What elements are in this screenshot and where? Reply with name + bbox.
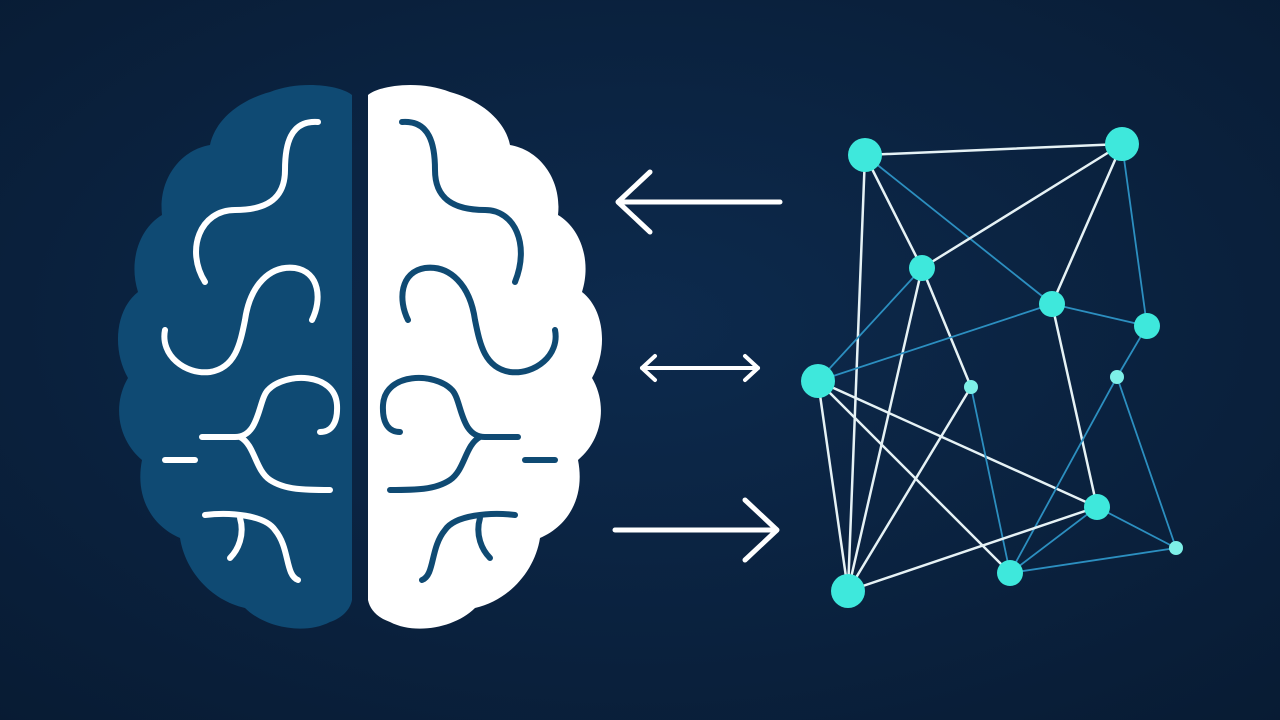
network-link xyxy=(816,379,1012,575)
network-link xyxy=(816,379,850,593)
network-link xyxy=(970,386,1011,574)
network-link xyxy=(846,266,924,593)
brain-icon xyxy=(117,84,603,629)
arrow-bidirectional-icon xyxy=(640,354,760,382)
network-link xyxy=(1050,142,1124,306)
network-link xyxy=(920,142,1124,270)
network-node xyxy=(848,138,882,172)
network-node xyxy=(909,255,935,281)
brain-right-folds xyxy=(379,118,559,583)
network-node xyxy=(1134,313,1160,339)
neural-network-graph-icon xyxy=(801,127,1183,608)
network-link xyxy=(817,303,1053,382)
network-link xyxy=(863,153,924,270)
network-node xyxy=(831,574,865,608)
network-link xyxy=(1009,376,1118,574)
network-link xyxy=(846,153,867,593)
brain-left-folds xyxy=(161,118,341,583)
network-node xyxy=(801,364,835,398)
network-node xyxy=(997,560,1023,586)
network-link xyxy=(1096,506,1177,549)
network-link xyxy=(1121,143,1148,327)
network-link xyxy=(1051,303,1148,327)
network-link xyxy=(1009,547,1177,574)
network-link xyxy=(846,505,1099,593)
network-link xyxy=(864,154,1053,305)
network-node xyxy=(1084,494,1110,520)
network-link xyxy=(1116,376,1177,549)
network-node xyxy=(964,380,978,394)
arrow-right-icon xyxy=(612,497,780,563)
network-node xyxy=(1105,127,1139,161)
network-link xyxy=(1050,302,1099,509)
network-node xyxy=(1169,541,1183,555)
arrow-left-icon xyxy=(615,169,783,235)
network-link xyxy=(846,385,973,593)
network-link xyxy=(863,142,1124,157)
network-link xyxy=(1009,506,1098,574)
network-links xyxy=(816,142,1177,593)
network-link xyxy=(817,267,923,382)
network-node xyxy=(1110,370,1124,384)
network-node xyxy=(1039,291,1065,317)
network-link xyxy=(920,266,973,389)
network-nodes xyxy=(801,127,1183,608)
network-link xyxy=(816,379,1099,509)
